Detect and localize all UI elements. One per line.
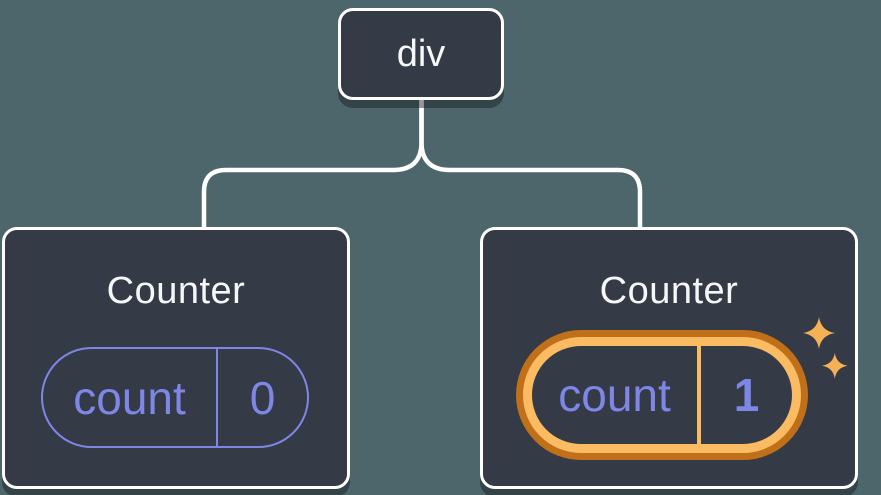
root-node: div bbox=[338, 8, 504, 100]
counter-node-left: Counter count 0 bbox=[2, 227, 350, 489]
connector-left-branch bbox=[201, 95, 424, 232]
counter-node-right: Counter count 1 bbox=[480, 227, 858, 489]
node-title: Counter bbox=[106, 270, 246, 312]
state-value: 0 bbox=[249, 371, 276, 424]
node-title: Counter bbox=[599, 270, 739, 312]
state-pill: count 1 bbox=[532, 346, 792, 444]
state-key-cell: count bbox=[43, 349, 216, 446]
sparkle-large-icon bbox=[803, 317, 835, 349]
state-key-label: count bbox=[73, 371, 186, 424]
state-pill-highlight-ring: count 1 bbox=[516, 330, 808, 460]
state-value-cell: 0 bbox=[216, 349, 307, 446]
sparkles-icon bbox=[803, 317, 848, 379]
state-value: 1 bbox=[733, 369, 760, 421]
state-value-cell: 1 bbox=[697, 346, 792, 444]
root-node-label: div bbox=[396, 32, 446, 75]
state-key-cell: count bbox=[532, 346, 697, 444]
sparkle-small-icon bbox=[822, 353, 848, 379]
connector-right-branch bbox=[419, 95, 643, 232]
state-key-label: count bbox=[558, 369, 671, 421]
state-pill: count 0 bbox=[41, 347, 309, 448]
